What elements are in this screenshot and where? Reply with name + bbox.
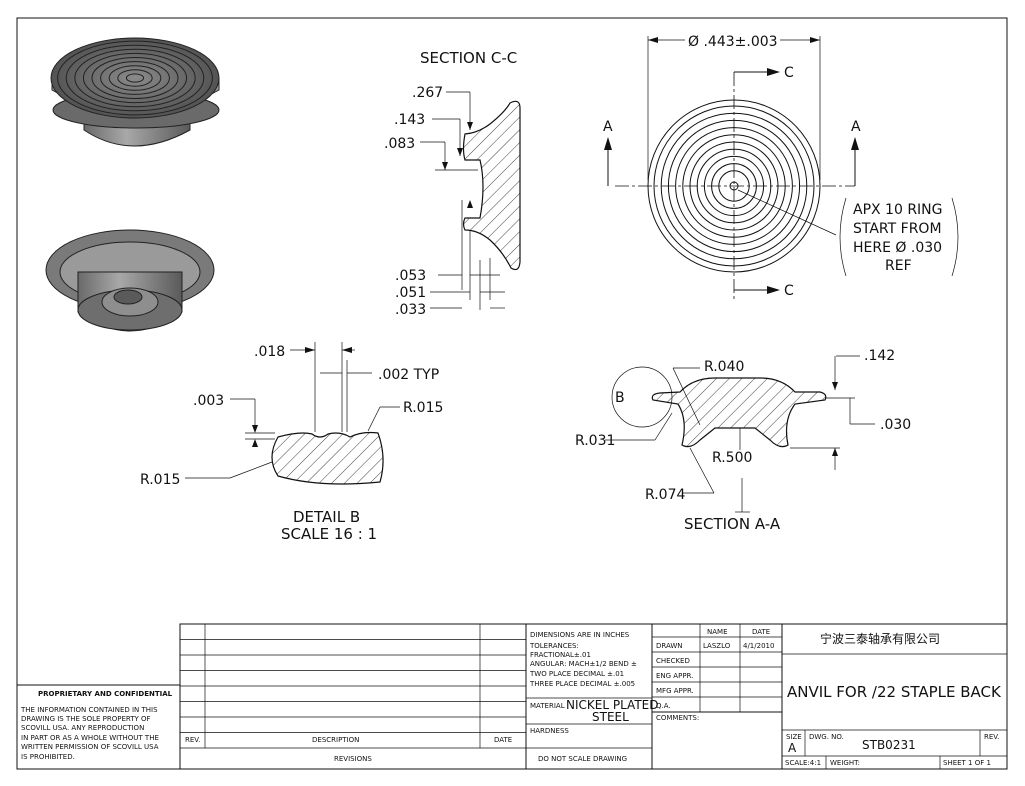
dim-051: .051 [395,285,426,301]
tol-line-6: THREE PLACE DECIMAL ±.005 [529,680,635,688]
iso-ring [108,65,162,91]
dim-143: .143 [394,112,425,128]
dim-002-typ: .002 TYP [378,367,439,383]
company-name: 宁波三泰轴承有限公司 [820,631,940,646]
dwg-no-label: DWG. NO. [809,733,844,741]
detail-b-title: DETAIL B [293,508,360,526]
section-aa-title: SECTION A-A [684,515,781,533]
ring-note-1: APX 10 RING [853,202,943,218]
tol-line-4: ANGULAR: MACH±1/2 BEND ± [530,660,637,668]
proprietary-line-4: IN PART OR AS A WHOLE WITHOUT THE [21,734,159,742]
dim-r074: R.074 [645,487,685,503]
dim-142: .142 [864,348,895,364]
dim-r031: R.031 [575,433,615,449]
dwg-no-value: STB0231 [862,738,916,752]
isometric-view-bottom [45,229,215,332]
size-label: SIZE [786,733,802,741]
dim-267: .267 [412,85,443,101]
dim-r040: R.040 [704,359,744,375]
iso-ring [74,48,196,108]
weight-label: WEIGHT: [830,759,860,767]
iso-ring [82,52,188,104]
iso-ring [91,57,179,99]
size-value: A [788,741,797,755]
no-scale-note: DO NOT SCALE DRAWING [538,755,627,763]
ring-note-3: HERE Ø .030 [853,240,942,256]
iso-ring [117,69,153,87]
front-view: A A C C Ø .443±.003 APX 10 RING START FR… [603,34,959,300]
detail-b-scale: SCALE 16 : 1 [281,525,377,543]
sheet-value: SHEET 1 OF 1 [943,759,991,767]
iso-ring [65,44,205,112]
proprietary-line-1: THE INFORMATION CONTAINED IN THIS [20,706,158,714]
proprietary-line-5: WRITTEN PERMISSION OF SCOVILL USA [21,743,159,751]
dim-r015-left: R.015 [140,472,180,488]
revisions-label: REVISIONS [334,755,372,763]
material-value-2: STEEL [592,710,629,724]
approval-name: LASZLO [703,642,731,650]
proprietary-line-2: DRAWING IS THE SOLE PROPERTY OF [21,715,151,723]
section-a-a: B R.040 .142 .030 R.031 R.500 R.074 SECT… [575,348,911,533]
revision-rows [180,639,526,733]
title-block: PROPRIETARY AND CONFIDENTIAL THE INFORMA… [16,623,1008,770]
approval-role: CHECKED [656,657,690,665]
rev-label: REV. [984,733,999,741]
scale-value: SCALE:4:1 [785,759,821,767]
approval-col-date: DATE [752,628,770,636]
part-title: ANVIL FOR /22 STAPLE BACK [787,683,1002,701]
detail-b: .018 .002 TYP .003 R.015 R.015 DETAIL B … [140,342,443,543]
approval-col-name: NAME [707,628,728,636]
section-c-top: C [784,65,794,81]
approval-role: MFG APPR. [656,687,694,695]
iso-ring [125,73,145,83]
dim-018: .018 [254,344,285,360]
section-cc-title: SECTION C-C [420,49,517,67]
hardness-label: HARDNESS [530,727,569,735]
isometric-view-top [50,37,220,147]
dim-030: .030 [880,417,911,433]
proprietary-line-3: SCOVILL USA. ANY REPRODUCTION [21,724,144,732]
detail-b-callout: B [615,390,625,406]
iso-ring [57,40,213,116]
tol-line-2: TOLERANCES: [529,642,579,650]
tol-line-3: FRACTIONAL±.01 [530,651,591,659]
approval-role: DRAWN [656,642,683,650]
dim-053: .053 [395,268,426,284]
dim-r500: R.500 [712,450,752,466]
section-a-left: A [603,119,613,135]
material-value-1: NICKEL PLATED [566,698,658,712]
rev-col-date: DATE [494,736,512,744]
comments-label: COMMENTS: [656,714,699,722]
dim-033: .033 [395,302,426,318]
dim-083: .083 [384,136,415,152]
ring-note-4: REF [885,258,912,274]
dim-003: .003 [193,393,224,409]
proprietary-line-6: IS PROHIBITED. [21,753,75,761]
section-c-c: SECTION C-C .267 .143 .083 .053 .051 .03… [384,49,521,318]
approval-role: Q.A. [656,702,671,710]
section-c-bottom: C [784,283,794,299]
iso-rings [57,40,213,116]
approval-role: ENG APPR. [656,672,693,680]
rev-col-rev: REV. [185,736,200,744]
iso-ring [100,61,170,95]
proprietary-heading: PROPRIETARY AND CONFIDENTIAL [38,690,173,698]
ring-note-2: START FROM [853,221,942,237]
tol-line-5: TWO PLACE DECIMAL ±.01 [529,670,624,678]
dim-r015-top: R.015 [403,400,443,416]
dim-diameter: Ø .443±.003 [688,34,778,50]
approval-date: 4/1/2010 [743,642,774,650]
section-a-right: A [851,119,861,135]
tol-line-1: DIMENSIONS ARE IN INCHES [530,631,630,639]
material-label: MATERIAL [530,702,565,710]
rev-col-desc: DESCRIPTION [312,736,359,744]
